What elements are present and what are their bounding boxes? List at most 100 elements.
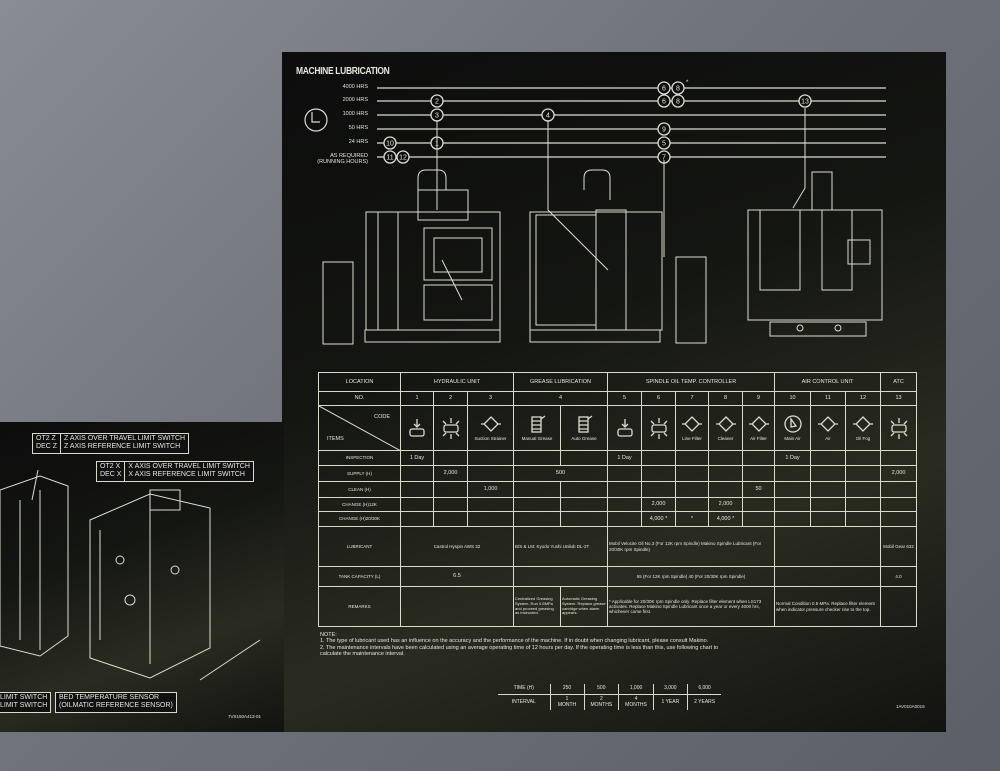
item-marker-number: 13 xyxy=(801,99,809,106)
interval-value: 2 MONTHS xyxy=(583,694,619,711)
group-grease: GREASE LUBRICATION xyxy=(513,372,608,392)
row-label: LUBRICANT xyxy=(318,526,401,567)
schedule-label: 24 HRS xyxy=(348,139,368,145)
lubrication-table: LOCATION HYDRAULIC UNIT GREASE LUBRICATI… xyxy=(318,372,917,627)
grease-icon xyxy=(531,415,546,434)
row-label: REMARKS xyxy=(318,586,401,627)
item-marker-number: 9 xyxy=(662,127,666,134)
drop-icon xyxy=(616,419,633,437)
table-cell xyxy=(513,450,561,466)
item-marker-number: 5 xyxy=(662,141,666,148)
table-cell xyxy=(607,465,642,482)
item-marker-number: 8 xyxy=(676,99,680,106)
time-value: 6,000 xyxy=(686,684,722,695)
code-label: Main Air xyxy=(784,436,801,442)
drop-icon xyxy=(409,419,425,437)
table-cell xyxy=(513,511,561,527)
group-spindle: SPINDLE OIL TEMP. CONTROLLER xyxy=(607,372,775,392)
code-cell xyxy=(641,405,676,451)
spindle-head-drawing-right xyxy=(89,489,261,681)
table-cell xyxy=(641,450,676,466)
table-cell xyxy=(742,465,775,482)
item-marker xyxy=(671,94,685,108)
table-cell: Mobil Velocite Oil No.3 (For 12K rpm Spi… xyxy=(607,526,775,567)
gauge-icon xyxy=(783,415,802,434)
code-cell xyxy=(400,405,434,451)
x-axis-switch-label: OT2 X DEC X X AXIS OVER TRAVEL LIMIT SWI… xyxy=(96,461,254,482)
machine-rear-view xyxy=(747,108,883,337)
table-cell xyxy=(400,586,514,627)
item-number: 13 xyxy=(880,391,917,406)
table-cell xyxy=(641,465,676,482)
table-cell xyxy=(774,526,881,567)
item-number: 7 xyxy=(675,391,709,406)
table-cell: 4.0 xyxy=(880,566,917,587)
table-cell xyxy=(880,586,917,627)
time-value: 500 xyxy=(583,684,619,695)
table-cell xyxy=(810,481,846,498)
row-label: SUPPLY (H) xyxy=(318,465,401,482)
item-number: 4 xyxy=(513,391,608,406)
table-cell xyxy=(845,450,881,466)
table-cell xyxy=(433,481,468,498)
item-marker xyxy=(430,94,444,108)
schedule-label: 2000 HRS xyxy=(342,97,368,103)
code-cell: Auto Grease xyxy=(560,405,608,451)
item-marker-number: 8 xyxy=(676,86,680,93)
table-cell xyxy=(810,465,846,482)
code-cell: Line Filter xyxy=(675,405,709,451)
diamond-icon xyxy=(715,416,736,433)
table-cell xyxy=(433,497,468,512)
location-header: LOCATION xyxy=(318,372,401,392)
code-cell: Oil Fog xyxy=(845,405,881,451)
burst-icon xyxy=(442,418,459,439)
item-marker xyxy=(798,94,812,108)
table-cell: 55 (For 12K rpm Spindle) 40 (For 20/30K … xyxy=(607,566,775,587)
table-cell xyxy=(880,450,917,466)
interval-chart: TIME (H) 250 500 1,000 3,000 6,000 INTER… xyxy=(498,684,722,711)
note-item: 1. The type of lubricant used has an inf… xyxy=(320,638,709,645)
code-cell: Cleaner xyxy=(708,405,743,451)
code-cell xyxy=(607,405,642,451)
table-cell xyxy=(708,481,743,498)
table-cell: Castrol Hyspin AWS 32 xyxy=(400,526,514,567)
item-marker xyxy=(396,150,410,164)
bed-sensor-label: BED TEMPERATURE SENSOR (OILMATIC REFEREN… xyxy=(55,692,177,713)
table-cell xyxy=(880,511,917,527)
table-cell xyxy=(845,465,881,482)
item-number: 6 xyxy=(641,391,676,406)
table-cell xyxy=(560,511,608,527)
burst-icon xyxy=(890,418,907,439)
schedule-label: AS REQUIRED(RUNNING HOURS) xyxy=(317,153,368,166)
code-cell: Main Air xyxy=(774,405,811,451)
diamond-icon xyxy=(748,416,769,433)
schedule-label: 1000 HRS xyxy=(342,111,368,117)
table-cell: 500 xyxy=(513,465,608,482)
interval-value: 4 MONTHS xyxy=(618,694,654,711)
table-cell: 4,000 * xyxy=(708,511,743,527)
interval-label: INTERVAL xyxy=(511,698,536,705)
table-cell xyxy=(513,481,561,498)
table-cell xyxy=(467,450,514,466)
table-cell xyxy=(742,450,775,466)
time-value: 250 xyxy=(549,684,584,695)
item-marker-number: 4 xyxy=(546,113,550,120)
item-number: 9 xyxy=(742,391,775,406)
code-label: Suction Strainer xyxy=(474,436,507,442)
item-number: 3 xyxy=(467,391,514,406)
table-cell xyxy=(675,481,709,498)
item-marker-number: 2 xyxy=(435,99,439,106)
table-cell: Mobil Gear 632 xyxy=(880,526,917,567)
item-marker xyxy=(383,150,397,164)
table-cell xyxy=(467,511,514,527)
table-cell xyxy=(560,497,608,512)
table-cell: 1 Day xyxy=(607,450,642,466)
group-air: AIR CONTROL UNIT xyxy=(774,372,881,392)
diamond-icon xyxy=(853,416,873,433)
item-marker-number: 6 xyxy=(662,86,666,93)
code-label: Oil Fog xyxy=(855,436,871,442)
